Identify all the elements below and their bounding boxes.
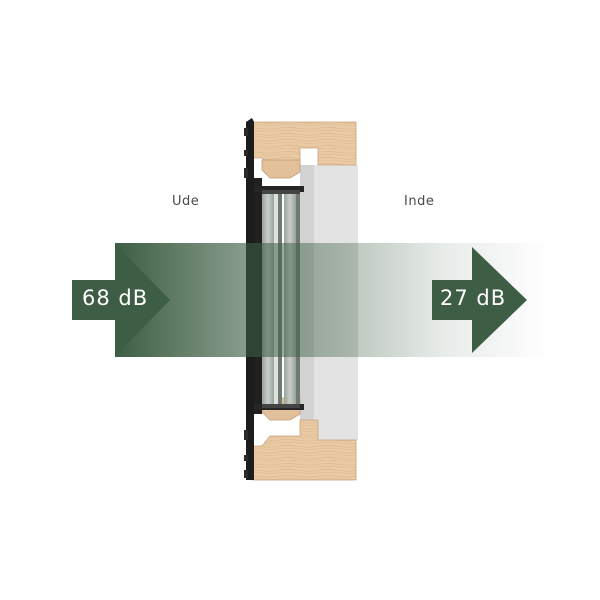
outside-level-label: 68 dB <box>82 286 149 310</box>
inside-level-label: 27 dB <box>440 286 507 310</box>
outside-sound-arrow <box>72 247 170 353</box>
outside-label: Ude <box>172 194 200 209</box>
inside-label: Inde <box>404 194 435 209</box>
top-wood-profile <box>251 121 357 179</box>
inside-sound-arrow <box>432 247 527 353</box>
